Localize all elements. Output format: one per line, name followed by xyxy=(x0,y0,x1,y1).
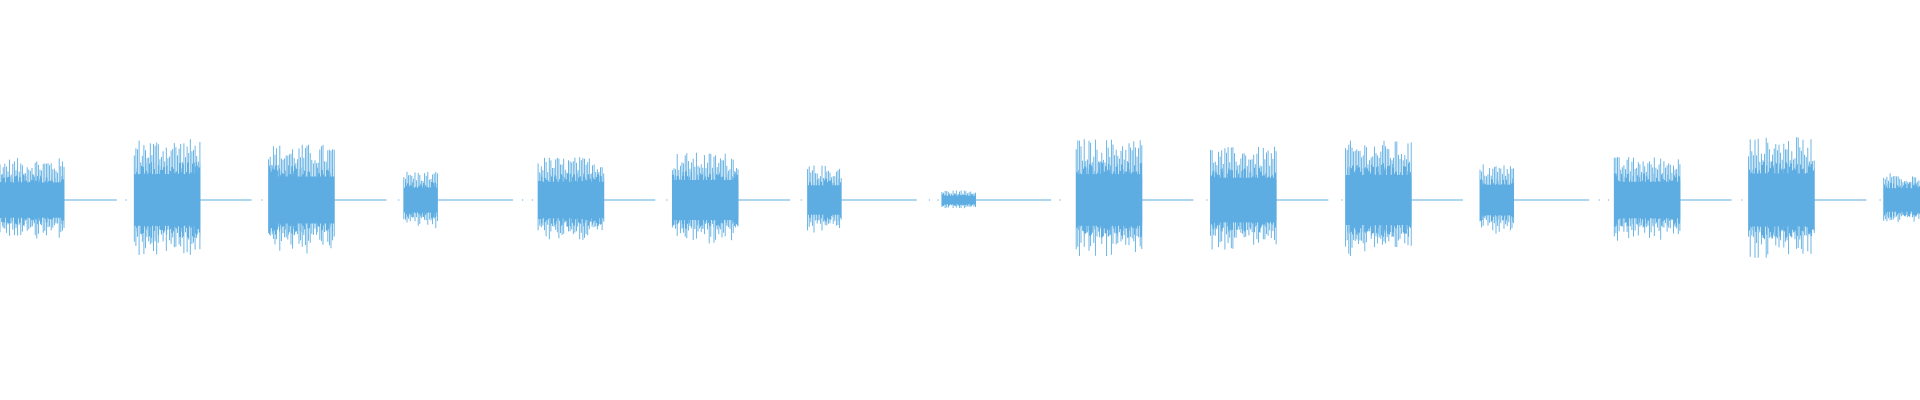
waveform-burst-11 xyxy=(1345,140,1463,256)
waveform-burst-core xyxy=(538,181,604,219)
waveform-burst-14 xyxy=(1748,137,1881,258)
waveform-burst-2 xyxy=(133,139,263,255)
waveform-burst-10 xyxy=(1210,146,1343,250)
waveform-burst-9 xyxy=(1075,139,1208,257)
waveform-burst-core xyxy=(1614,181,1681,219)
waveform-burst-7 xyxy=(807,165,939,233)
waveform-bursts xyxy=(0,137,1920,258)
waveform-burst-core xyxy=(941,195,976,205)
waveform-burst-core xyxy=(1076,174,1143,226)
waveform-burst-core xyxy=(1345,175,1412,225)
waveform-burst-13 xyxy=(1613,157,1743,241)
waveform-burst-8 xyxy=(941,190,1061,209)
waveform-burst-core xyxy=(268,176,335,224)
waveform-burst-core xyxy=(1480,184,1514,216)
waveform-burst-3 xyxy=(268,144,400,254)
waveform-burst-5 xyxy=(537,157,668,240)
waveform-burst-core xyxy=(403,187,438,213)
waveform-burst-4 xyxy=(403,171,534,229)
waveform-burst-core xyxy=(134,174,201,226)
waveform-burst-core xyxy=(1748,173,1815,227)
waveform-burst-core xyxy=(807,185,842,215)
waveform-burst-core xyxy=(672,180,739,220)
waveform-burst-15 xyxy=(1883,173,1920,223)
waveform-burst-1 xyxy=(0,158,127,239)
waveform-burst-core xyxy=(0,182,65,218)
waveform-burst-core xyxy=(1883,188,1920,212)
waveform-burst-6 xyxy=(671,152,802,244)
waveform-burst-core xyxy=(1210,177,1277,223)
waveform-burst-12 xyxy=(1479,164,1610,234)
